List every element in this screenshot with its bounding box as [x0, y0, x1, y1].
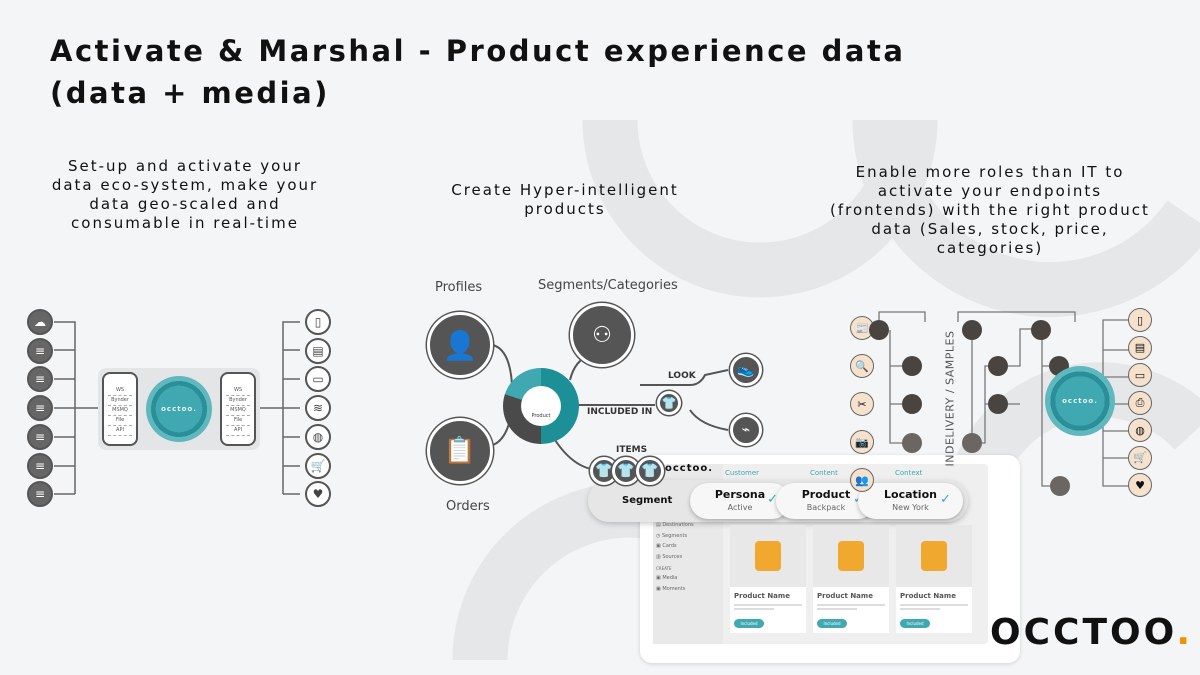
product-donut: Product	[503, 368, 579, 444]
flow-node	[902, 433, 922, 453]
segment-label: Segment	[622, 495, 673, 506]
mobile-icon: ▯	[1128, 308, 1152, 332]
filter-group-label: Context	[895, 469, 923, 477]
cash-register-icon: ▤	[1128, 335, 1152, 360]
connector-label: Bynder	[108, 396, 132, 406]
flow-node	[988, 356, 1008, 376]
profile-icon: 👤	[427, 312, 493, 378]
cash-register-icon: ▤	[305, 337, 331, 364]
layers-icon: ≋	[305, 395, 331, 422]
connector-label: WS	[226, 386, 250, 396]
items-shirt-icon: 👕	[636, 457, 664, 485]
occtoo-logo: OCCTOO.	[990, 612, 1194, 653]
sidebar-item[interactable]: ▣ Cards	[656, 543, 677, 549]
sidebar-item[interactable]: ▥ Sources	[656, 553, 683, 560]
check-icon: ✓	[767, 492, 778, 507]
flow-node	[962, 433, 982, 453]
connector-label: MSMQ	[108, 406, 132, 416]
backpack-image	[896, 525, 972, 587]
database-icon: ≡	[27, 366, 53, 393]
database-icon: ≡	[27, 395, 53, 422]
app-logo: occtoo.	[665, 463, 714, 474]
flow-node	[1031, 320, 1051, 340]
check-icon: ✓	[940, 492, 951, 507]
shirt-icon: 👕	[657, 391, 681, 415]
team-role-icon: 👥	[850, 468, 874, 492]
connector-label: API	[108, 426, 132, 436]
segments-network-icon: ⚇	[570, 303, 634, 367]
sidebar-section-label: CREATE	[656, 566, 672, 571]
occtoo-hub: occtoo.	[146, 376, 212, 442]
product-center: Product	[521, 386, 561, 426]
included-badge: Included	[734, 619, 764, 628]
mobile-icon: ▯	[305, 309, 331, 335]
flow-node	[1050, 476, 1070, 496]
cart-icon: 🛒	[305, 452, 331, 479]
designer-role-icon: ✂	[850, 392, 874, 416]
belt-icon: ⌁	[730, 414, 762, 446]
cart-icon: 🛒	[1128, 445, 1152, 470]
shoe-icon: 👟	[730, 354, 762, 386]
flow-node	[988, 394, 1008, 414]
connector-label: WS	[108, 386, 132, 396]
globe-icon: ◍	[305, 423, 331, 450]
included-in-label: INCLUDED IN	[587, 407, 653, 417]
flow-node	[902, 356, 922, 376]
database-icon: ≡	[27, 423, 53, 450]
sidebar-item[interactable]: ◷ Segments	[656, 532, 688, 539]
backpack-image	[730, 525, 806, 587]
look-label: LOOK	[668, 371, 696, 381]
filter-group-label: Content	[810, 469, 838, 477]
connector-label: File	[108, 416, 132, 426]
card-icon: ▭	[1128, 363, 1152, 387]
card-icon: ▭	[305, 366, 331, 393]
sidebar-item[interactable]: ▣ Media	[656, 575, 678, 581]
flow-node	[902, 394, 922, 414]
sidebar-item[interactable]: ▣ Moments	[656, 586, 686, 592]
orders-icon: 📋	[427, 418, 493, 484]
indelivery-samples-label: INDELIVERY / SAMPLES	[943, 330, 957, 467]
connector-label: MSMQ	[226, 406, 250, 416]
items-shirt-icon: 👕	[612, 457, 640, 485]
photographer-role-icon: 📷	[850, 430, 874, 454]
occtoo-roles-hub: occtoo.	[1045, 366, 1115, 436]
sidebar-item[interactable]: ▤ Destinations	[656, 522, 694, 528]
search-role-icon: 🔍	[850, 354, 874, 378]
database-icon: ≡	[27, 337, 53, 364]
orders-label: Orders	[446, 499, 490, 514]
connector-label: API	[226, 426, 250, 436]
connector-label: File	[226, 416, 250, 426]
database-icon: ≡	[27, 481, 53, 508]
included-badge: Included	[900, 619, 930, 628]
bag-icon: ♥	[305, 481, 331, 508]
printer-icon: ⎙	[1128, 390, 1152, 415]
slide-title: Activate & Marshal - Product experience …	[50, 34, 906, 110]
filter-group-label: Customer	[725, 469, 760, 477]
cloud-icon: ☁	[27, 309, 53, 335]
flow-node	[962, 320, 982, 340]
flow-node	[869, 320, 889, 340]
database-icon: ≡	[27, 452, 53, 479]
globe-icon: ◍	[1128, 418, 1152, 442]
bag-icon: ♥	[1128, 473, 1152, 497]
segments-label: Segments/Categories	[538, 278, 678, 293]
ecosystem-connectors	[54, 321, 300, 495]
included-badge: Included	[817, 619, 847, 628]
profiles-label: Profiles	[435, 280, 483, 295]
backpack-image	[813, 525, 889, 587]
items-label: ITEMS	[616, 445, 648, 455]
connector-label: Bynder	[226, 396, 250, 406]
